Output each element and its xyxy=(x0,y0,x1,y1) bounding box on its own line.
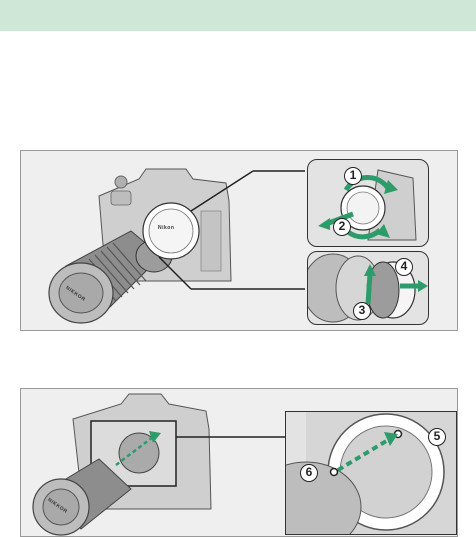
step-2-badge: 2 xyxy=(333,218,351,236)
step-6-badge: 6 xyxy=(300,464,318,482)
step-4-badge: 4 xyxy=(395,258,413,276)
mount-alignment-illustration: NIKKOR 5 6 xyxy=(20,388,458,537)
rear-cap-rotate-inset: 4 3 xyxy=(307,251,429,325)
step-1-badge: 1 xyxy=(344,167,362,185)
step-3-badge: 3 xyxy=(353,302,371,320)
mount-index-inset: 5 6 xyxy=(285,411,457,535)
body-cap-brand-label: Nikon xyxy=(158,225,174,231)
section-header-bar xyxy=(0,0,476,31)
body-cap-removal-illustration: Nikon NIKKOR 1 2 4 3 xyxy=(20,150,458,331)
body-cap-rotate-inset: 1 2 xyxy=(307,159,429,247)
step-5-badge: 5 xyxy=(428,428,446,446)
